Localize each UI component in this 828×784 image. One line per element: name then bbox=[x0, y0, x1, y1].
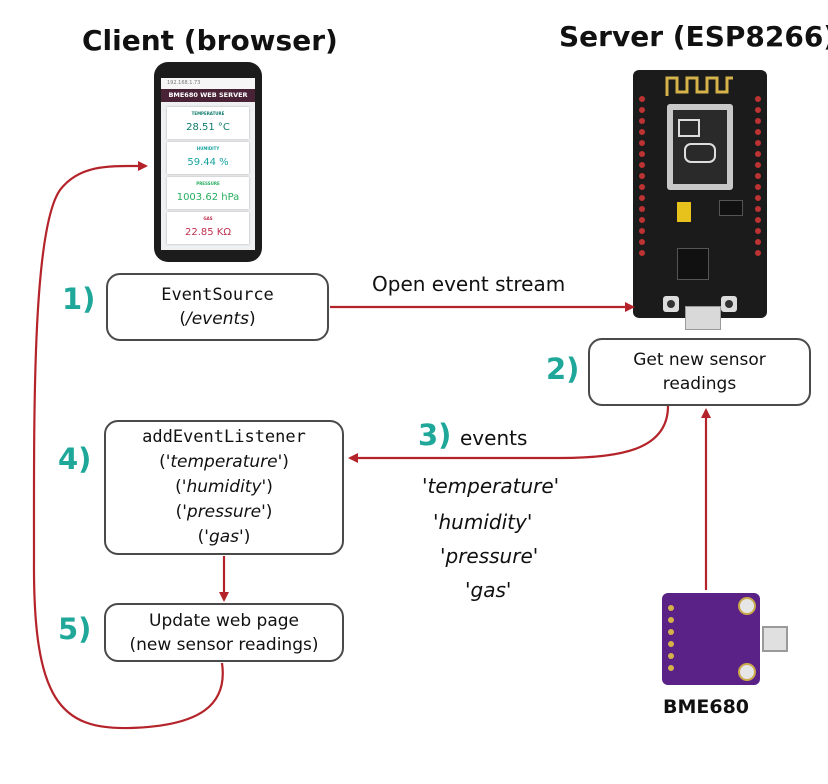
event-name-humidity: 'humidity' bbox=[433, 510, 533, 534]
sensor-label: BME680 bbox=[663, 696, 750, 718]
event-name-gas: 'gas' bbox=[465, 578, 512, 602]
board-wifi-shield bbox=[667, 104, 733, 190]
esp8266-board-illustration bbox=[633, 70, 767, 330]
board-usb-chip bbox=[677, 248, 709, 280]
listener-item-humidity: ('humidity') bbox=[175, 477, 273, 497]
phone-card-humidity: HUMIDITY 59.44 % bbox=[167, 142, 249, 174]
eventsource-box: EventSource (/events) bbox=[106, 273, 329, 341]
update-line1: Update web page bbox=[149, 610, 299, 631]
sensor-mount-hole bbox=[738, 663, 756, 681]
antenna-trace-icon bbox=[665, 76, 733, 96]
board-pins-left bbox=[639, 96, 645, 272]
wifi-logo-icon bbox=[678, 119, 716, 163]
board-usb-port bbox=[685, 306, 721, 330]
board-capacitor bbox=[677, 202, 691, 222]
event-name-temperature: 'temperature' bbox=[422, 474, 560, 498]
card-value: 22.85 KΩ bbox=[184, 227, 231, 238]
server-title: Server (ESP8266) bbox=[559, 20, 828, 53]
get-readings-line2: readings bbox=[662, 374, 737, 394]
board-regulator-chip bbox=[719, 200, 743, 216]
board-reset-button-icon bbox=[663, 296, 679, 312]
card-label: GAS bbox=[203, 216, 213, 221]
get-readings-line1: Get new sensor bbox=[633, 350, 766, 370]
card-value: 1003.62 hPa bbox=[176, 192, 240, 203]
bme680-sensor-illustration bbox=[662, 593, 788, 685]
add-event-listener-box: addEventListener ('temperature') ('humid… bbox=[104, 420, 344, 555]
card-label: HUMIDITY bbox=[196, 146, 220, 151]
step-number-5: 5) bbox=[58, 612, 92, 646]
event-name-pressure: 'pressure' bbox=[440, 544, 539, 568]
eventsource-label: EventSource bbox=[161, 285, 274, 305]
board-flash-button-icon bbox=[721, 296, 737, 312]
card-value: 59.44 % bbox=[187, 157, 229, 168]
sensor-chip bbox=[762, 626, 788, 652]
card-value: 28.51 °C bbox=[186, 122, 230, 133]
phone-card-temperature: TEMPERATURE 28.51 °C bbox=[167, 107, 249, 139]
card-label: TEMPERATURE bbox=[191, 111, 225, 116]
sensor-mount-hole bbox=[738, 597, 756, 615]
update-line2: (new sensor readings) bbox=[129, 634, 319, 655]
listener-item-gas: ('gas') bbox=[197, 527, 251, 547]
listener-title: addEventListener bbox=[142, 427, 306, 447]
phone-url-bar: 192.168.1.73 bbox=[161, 78, 255, 89]
card-label: PRESSURE bbox=[196, 181, 220, 186]
arrow-update-to-client bbox=[32, 160, 224, 730]
eventsource-path: (/events) bbox=[179, 309, 256, 329]
step-number-4: 4) bbox=[58, 442, 92, 476]
open-event-stream-label: Open event stream bbox=[372, 272, 566, 296]
listener-item-temperature: ('temperature') bbox=[159, 452, 289, 472]
board-antenna bbox=[663, 74, 737, 100]
listener-item-pressure: ('pressure') bbox=[175, 502, 273, 522]
events-label: events bbox=[460, 426, 528, 450]
phone-illustration: 192.168.1.73 BME680 WEB SERVER TEMPERATU… bbox=[154, 62, 262, 262]
arrow-events bbox=[348, 405, 670, 463]
phone-card-pressure: PRESSURE 1003.62 hPa bbox=[167, 177, 249, 209]
phone-header: BME680 WEB SERVER bbox=[161, 89, 255, 102]
client-title: Client (browser) bbox=[82, 24, 338, 57]
update-web-page-box: Update web page (new sensor readings) bbox=[104, 603, 344, 662]
get-sensor-readings-box: Get new sensor readings bbox=[588, 338, 811, 406]
phone-screen: 192.168.1.73 BME680 WEB SERVER TEMPERATU… bbox=[161, 78, 255, 250]
step-number-1: 1) bbox=[62, 282, 96, 316]
phone-card-gas: GAS 22.85 KΩ bbox=[167, 212, 249, 244]
step-number-3: 3) bbox=[418, 418, 452, 452]
step-number-2: 2) bbox=[546, 352, 580, 386]
board-pins-right bbox=[755, 96, 761, 272]
